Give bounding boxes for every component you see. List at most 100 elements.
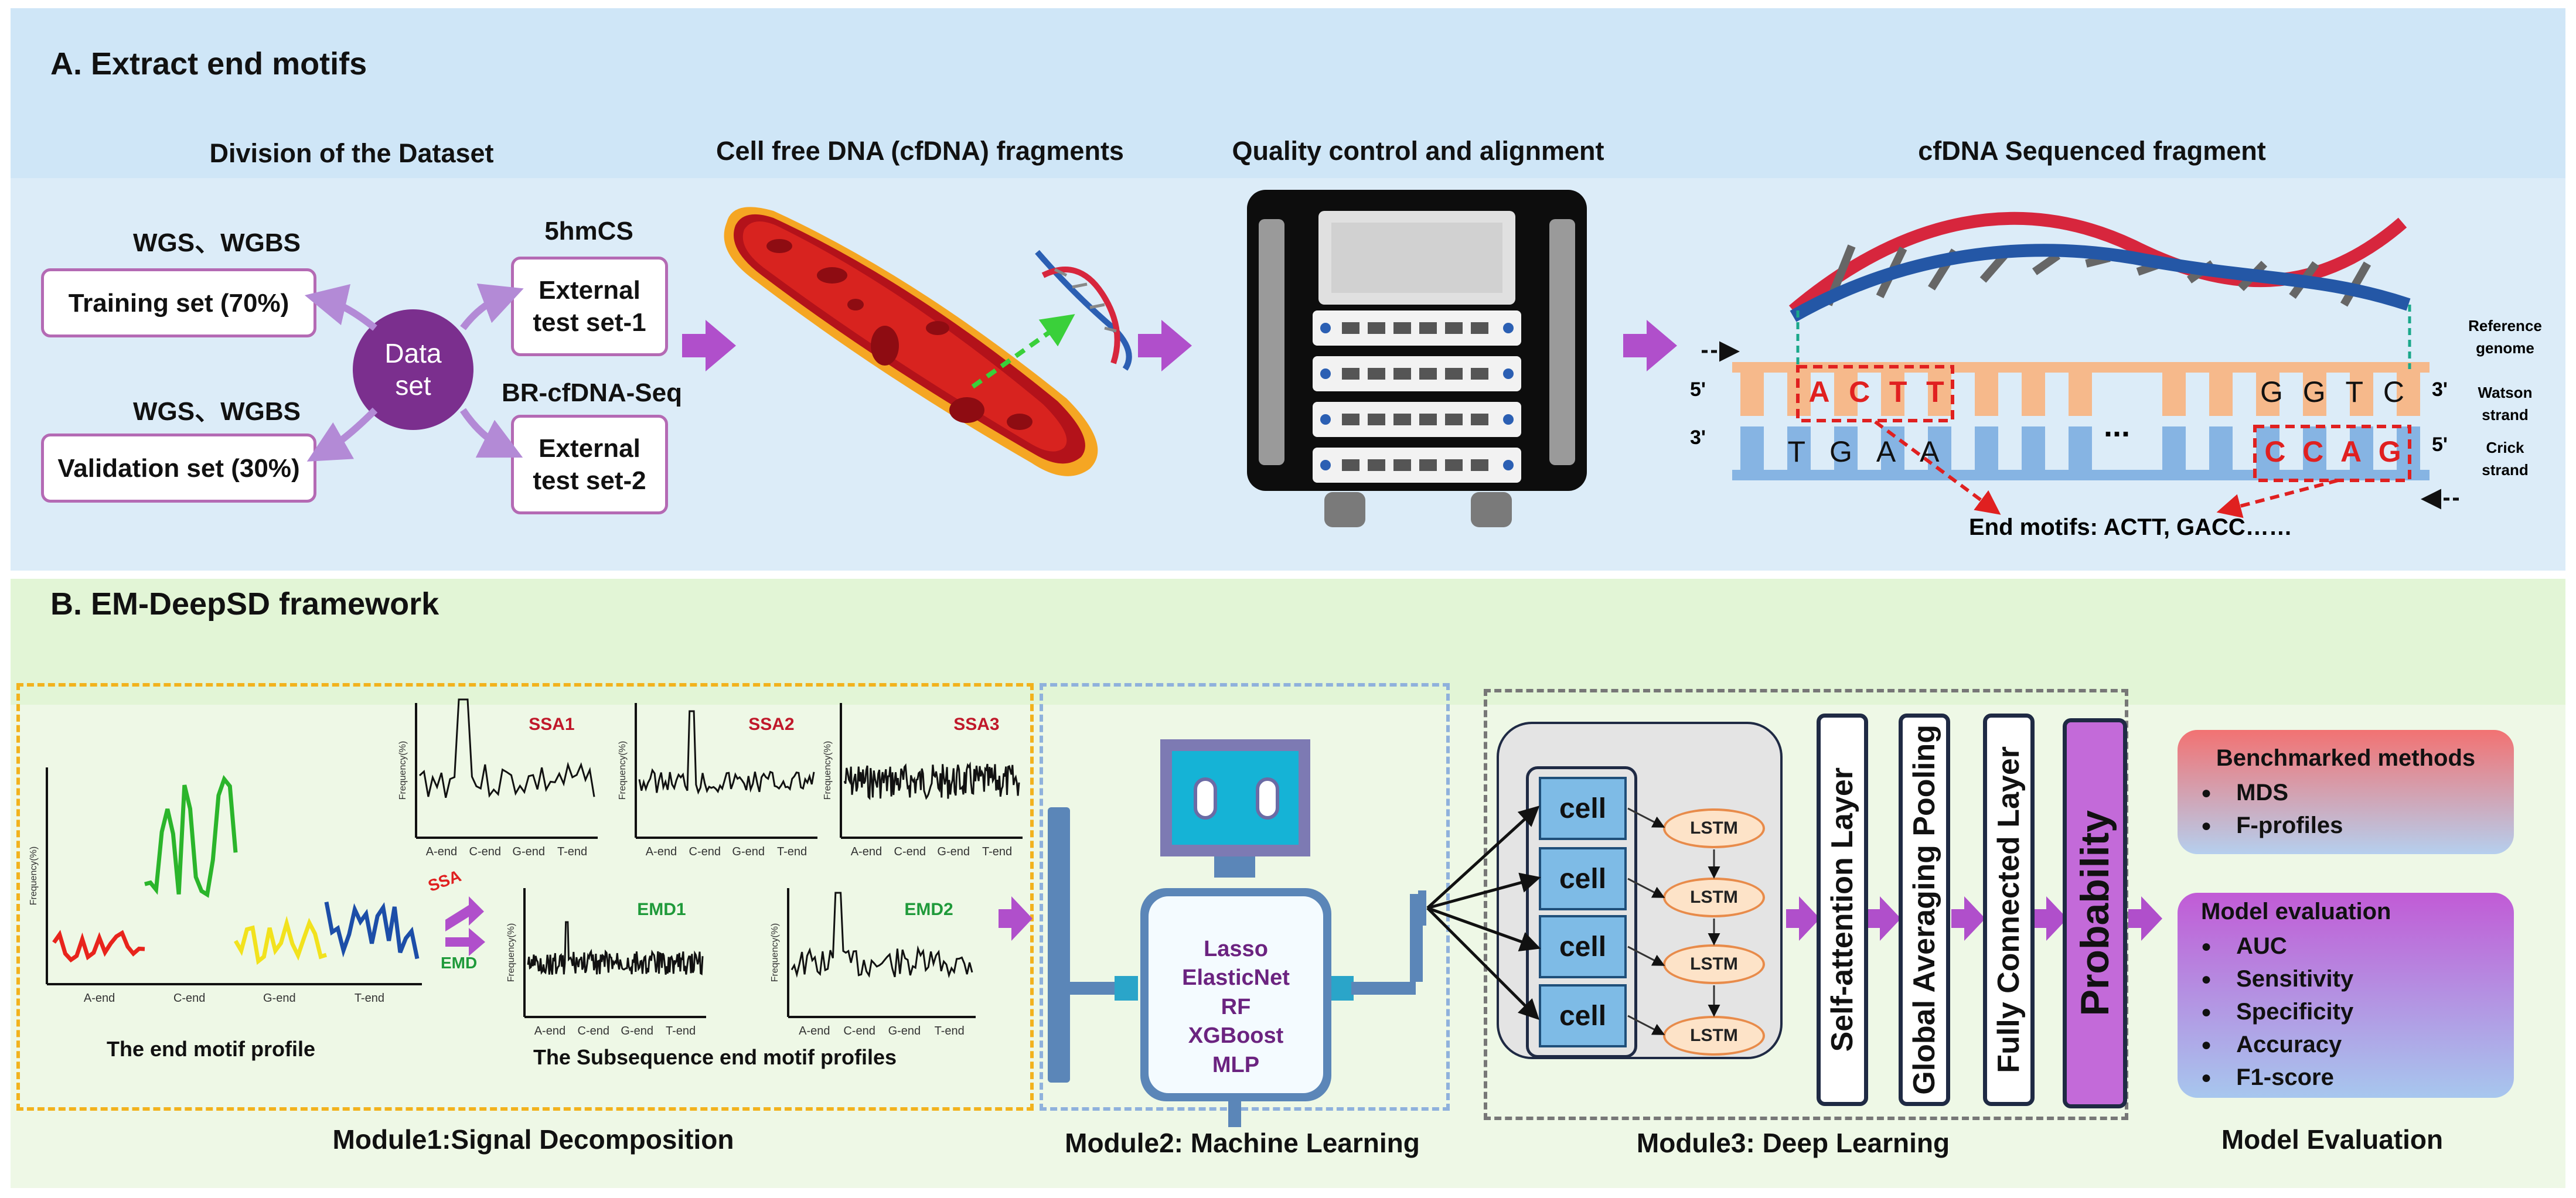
seq-letter-top-left-0: A — [1808, 376, 1830, 408]
external-test-set-2-box: External test set-2 — [511, 415, 668, 514]
crick-base-11 — [2303, 426, 2326, 470]
subplot-ssa3-title: SSA3 — [953, 715, 999, 734]
ml-method-elasticnet: ElasticNet — [1182, 965, 1290, 991]
probability-label: Probability — [2073, 810, 2117, 1016]
lstm-1: LSTM — [1663, 808, 1765, 848]
watson-base-5 — [1975, 373, 1998, 416]
subplot-ssa3-ylabel: Frequency(%) — [823, 741, 833, 800]
crick-base-1 — [1787, 426, 1811, 470]
crick-base-0 — [1740, 426, 1764, 470]
arrow-to-ext2 — [460, 408, 523, 458]
profile-segment-0 — [52, 930, 145, 963]
validation-set-label: Validation set (30%) — [57, 453, 300, 483]
ml-method-rf: RF — [1221, 994, 1251, 1019]
flow-arrow-1 — [682, 320, 736, 371]
cell-1: cell — [1539, 777, 1627, 840]
seq-letter-top-left-3: T — [1926, 376, 1944, 408]
helix-rung-4 — [2032, 252, 2061, 275]
three-prime-top: 3' — [2432, 378, 2448, 401]
subplot-emd1-xtick-1: C-end — [578, 1025, 609, 1037]
watson-base-2 — [1834, 373, 1858, 416]
subplot-emd2-xtick-2: G-end — [888, 1025, 921, 1037]
flow-arrows-b — [999, 896, 2162, 941]
emd-arrow-label: EMD — [441, 954, 478, 972]
seq-letter-top-right-1: G — [2302, 376, 2326, 408]
three-prime-bottom: 3' — [1690, 426, 1706, 449]
crick-base-9 — [2209, 426, 2233, 470]
arrow-to-training — [304, 284, 377, 331]
watson-base-0 — [1740, 373, 1764, 416]
external-test-set-1-box: External test set-1 — [511, 257, 668, 356]
watson-base-10 — [2256, 373, 2279, 416]
seq-letter-bottom-right-3: G — [2378, 435, 2401, 468]
flow-arrow-2 — [1138, 320, 1192, 371]
subsequence-caption: The Subsequence end motif profiles — [533, 1045, 897, 1069]
subplot-ssa1-xtick-3: T-end — [557, 845, 587, 858]
end-motif-profile-plot-xtick-3: T-end — [355, 992, 384, 1005]
subplot-ssa1-xtick-2: G-end — [512, 845, 545, 858]
eval-item-specificity: Specificity — [2201, 995, 2490, 1028]
subplot-emd1-ylabel: Frequency(%) — [506, 923, 516, 982]
crick-base-10 — [2256, 426, 2279, 470]
watson-strand-label: Watson strand — [2478, 384, 2533, 424]
eval-item-sensitivity: Sensitivity — [2201, 963, 2490, 995]
drawer-3 — [1313, 448, 1521, 483]
profile-segment-1 — [144, 774, 238, 898]
subplot-ssa3-xtick-0: A-end — [851, 845, 882, 858]
subplot-emd1-xtick-2: G-end — [621, 1025, 653, 1037]
robot-eye-left — [1194, 777, 1217, 820]
watson-base-7 — [2069, 373, 2092, 416]
seq-letter-top-right-2: T — [2345, 376, 2364, 408]
robot-eye-right — [1256, 777, 1279, 820]
probability-output: Probability — [2063, 718, 2127, 1108]
subplot-emd2-xtick-1: C-end — [843, 1025, 875, 1037]
watson-base-3 — [1881, 373, 1904, 416]
watson-base-8 — [2162, 373, 2186, 416]
ml-method-mlp: MLP — [1212, 1052, 1260, 1077]
end-motif-profile-plot-xtick-0: A-end — [84, 992, 115, 1005]
benchmark-item-mds: MDS — [2201, 776, 2490, 809]
subplot-emd1-title: EMD1 — [637, 900, 686, 919]
seq-letter-top-left-2: T — [1889, 376, 1907, 408]
dataset-arrows — [304, 283, 524, 462]
subplot-ssa2-xtick-1: C-end — [689, 845, 721, 858]
cell-4: cell — [1539, 984, 1627, 1047]
seq-letter-bottom-right-1: C — [2302, 435, 2324, 468]
wgs-label-1: WGS、WGBS — [133, 228, 301, 257]
subplot-ssa3-xtick-1: C-end — [894, 845, 926, 858]
fully-connected-layer: Fully Connected Layer — [1983, 714, 2035, 1106]
module2-label: Module2: Machine Learning — [1065, 1128, 1420, 1158]
benchmark-item-fprofiles: F-profiles — [2201, 809, 2490, 842]
seq-letter-bottom-right-0: C — [2264, 435, 2286, 468]
subplot-ssa3-xtick-3: T-end — [982, 845, 1012, 858]
crick-base-5 — [1975, 426, 1998, 470]
seq-letter-bottom-left-1: G — [1829, 435, 1852, 468]
seq-letter-top-right-3: C — [2383, 376, 2405, 408]
seq-letter-bottom-left-0: T — [1787, 435, 1806, 468]
ml-method-xgboost: XGBoost — [1188, 1023, 1284, 1049]
blood-vessel-illustration — [724, 207, 1098, 476]
evaluation-title: Model evaluation — [2201, 899, 2391, 924]
watson-base-12 — [2350, 373, 2373, 416]
benchmark-box: Benchmarked methods MDS F-profiles — [2178, 730, 2514, 854]
profile-segment-3 — [324, 902, 420, 960]
crick-base-7 — [2069, 426, 2092, 470]
self-attention-layer: Self-attention Layer — [1817, 714, 1868, 1106]
panel-a-header-band — [11, 8, 2565, 178]
emd-arrow — [445, 928, 485, 956]
module1-frame — [16, 683, 1034, 1111]
subplot-ssa2-xtick-2: G-end — [732, 845, 765, 858]
evaluation-box: Model evaluation AUC Sensitivity Specifi… — [2178, 893, 2514, 1098]
end-motif-profile-plot-ylabel: Frequency(%) — [29, 847, 39, 905]
drawer-2 — [1313, 402, 1521, 437]
subplot-ssa1-ylabel: Frequency(%) — [398, 741, 408, 800]
watson-base-6 — [2022, 373, 2045, 416]
robot-left-bracket — [1048, 807, 1070, 1083]
drawer-1 — [1313, 356, 1521, 391]
